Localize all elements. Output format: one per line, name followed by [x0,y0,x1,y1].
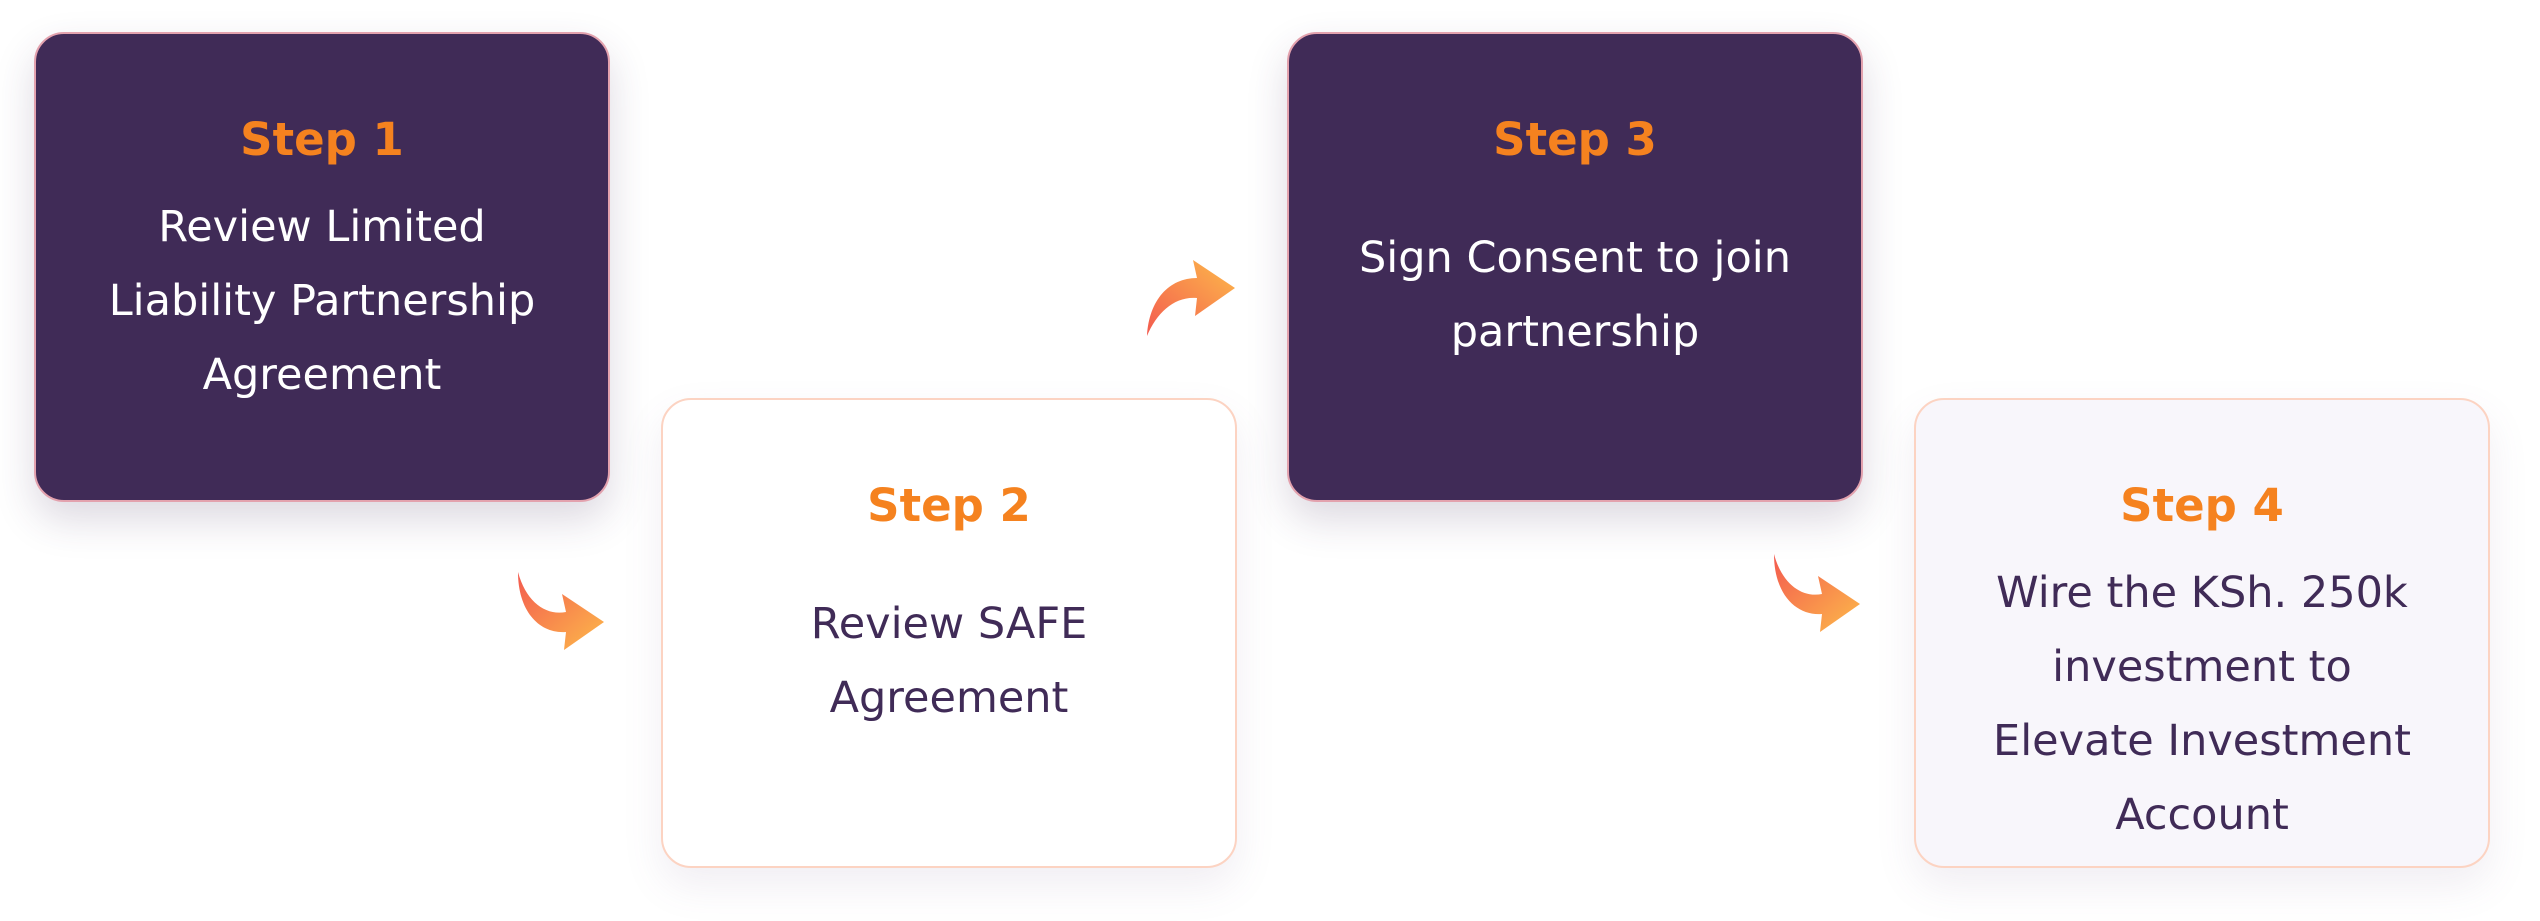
step-2-text: Review SAFE Agreement [810,599,1088,723]
step-1-card: Step 1 Review Limited Liability Partners… [34,32,610,502]
step-2-card: Step 2 Review SAFE Agreement [661,398,1237,868]
curved-arrow-down-right-icon [1774,554,1860,632]
step-4-text: Wire the KSh. 250k investment to Elevate… [1993,568,2411,840]
step-1-text: Review Limited Liability Partnership Agr… [108,202,536,400]
curved-arrow-up-right-icon [1147,260,1235,336]
step-2-title: Step 2 [867,479,1031,532]
step-3-card: Step 3 Sign Consent to join partnership [1287,32,1863,502]
step-3-title: Step 3 [1493,113,1657,166]
step-1-title: Step 1 [240,113,404,166]
curved-arrow-down-right-icon [518,572,604,650]
step-4-card: Step 4 Wire the KSh. 250k investment to … [1914,398,2490,868]
step-4-title: Step 4 [2120,479,2284,532]
step-3-text: Sign Consent to join partnership [1359,233,1791,357]
